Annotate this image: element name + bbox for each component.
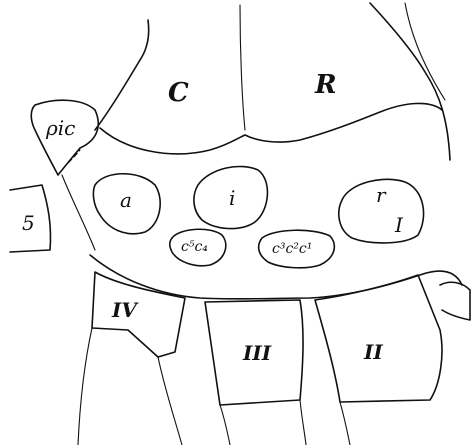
metacarpal-II-shaft <box>340 402 350 445</box>
metacarpal-III-shaft <box>220 405 230 445</box>
label-R: R <box>315 72 337 98</box>
metacarpal-III-shaft-2 <box>300 400 306 445</box>
label-I: I <box>395 215 403 235</box>
label-c5c4: c⁵c₄ <box>181 240 208 254</box>
metacarpal-II-outline <box>315 275 442 402</box>
proximal-border <box>100 103 442 153</box>
label-a: a <box>120 190 132 210</box>
metacarpal-IV-outline <box>92 272 185 357</box>
label-i: i <box>229 188 235 208</box>
metacarpal-5-divider <box>62 175 95 250</box>
label-pic: ρic <box>46 118 75 138</box>
label-C: C <box>168 80 189 106</box>
label-III: III <box>243 343 271 363</box>
thumb-outline <box>440 282 470 320</box>
metacarpal-IV-shaft <box>78 328 92 445</box>
radius-outline <box>370 3 450 160</box>
label-r: r <box>376 185 386 205</box>
ulna-radius-divider <box>240 5 245 130</box>
label-c3c2c1: c³c²c¹ <box>272 242 312 256</box>
label-5: 5 <box>22 213 35 233</box>
metacarpal-IV-shaft-2 <box>158 357 182 445</box>
pisiform-dashed <box>58 150 80 175</box>
label-IV: IV <box>112 300 137 320</box>
ulna-outline <box>95 20 149 130</box>
distal-border <box>90 255 462 299</box>
label-II: II <box>364 342 383 362</box>
